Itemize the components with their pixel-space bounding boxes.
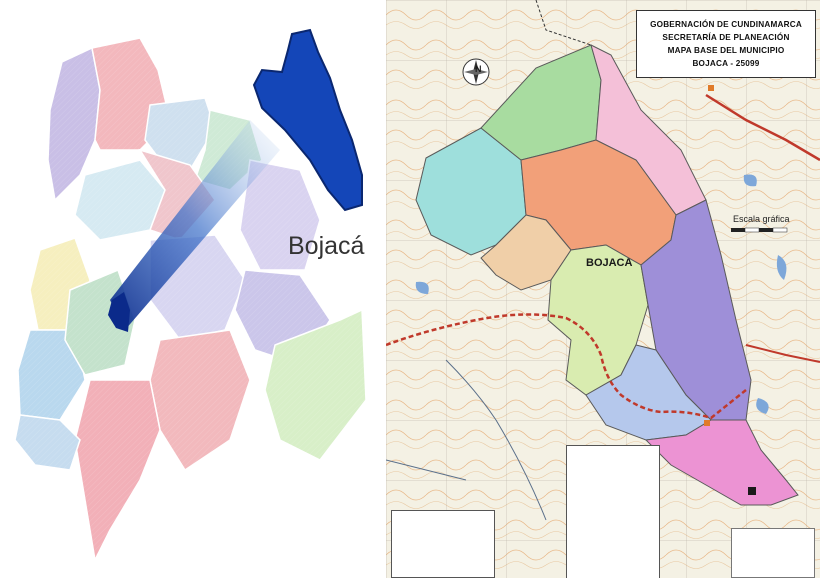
building-symbol — [748, 487, 756, 495]
zone-south-blue — [585, 344, 712, 441]
legend-box — [566, 445, 660, 578]
location-highlight-beam — [110, 120, 280, 330]
lake-northeast — [743, 174, 757, 187]
regional-map-panel: Bojacá — [0, 0, 378, 578]
title-line-1: GOBERNACIÓN DE CUNDINAMARCA — [650, 20, 802, 29]
scale-label: Escala gráfica — [733, 214, 790, 224]
river-line-1 — [445, 359, 547, 521]
title-line-2: SECRETARÍA DE PLANEACIÓN — [662, 33, 790, 42]
lake-south — [756, 398, 769, 414]
map-info-box — [731, 528, 815, 578]
bojaca-label: Bojacá — [288, 232, 365, 260]
lake-east — [776, 255, 787, 280]
scale-bar — [731, 227, 788, 233]
main-road — [386, 313, 747, 420]
municipal-base-map — [386, 0, 820, 578]
municipal-map-panel: GOBERNACIÓN DE CUNDINAMARCA SECRETARÍA D… — [386, 0, 820, 578]
marker-northeast — [708, 85, 714, 91]
compass-rose — [462, 58, 490, 86]
title-line-3: MAPA BASE DEL MUNICIPIO — [667, 46, 785, 55]
road-east — [745, 344, 820, 363]
bojaca-location-marker — [108, 292, 130, 332]
municipality-label: BOJACA — [586, 257, 633, 269]
title-line-4: BOJACA - 25099 — [692, 59, 760, 68]
church-symbol — [704, 420, 710, 426]
lake-west — [415, 281, 429, 294]
bojaca-enlarged-shape — [252, 28, 363, 212]
compass-north-label: N — [475, 64, 482, 74]
location-inset-box — [391, 510, 495, 578]
river-line-2 — [386, 459, 467, 481]
map-title-box: GOBERNACIÓN DE CUNDINAMARCA SECRETARÍA D… — [636, 10, 816, 78]
municipal-boundary-line — [535, 0, 592, 46]
regional-province-map — [0, 0, 378, 578]
highway-northeast — [705, 93, 820, 162]
